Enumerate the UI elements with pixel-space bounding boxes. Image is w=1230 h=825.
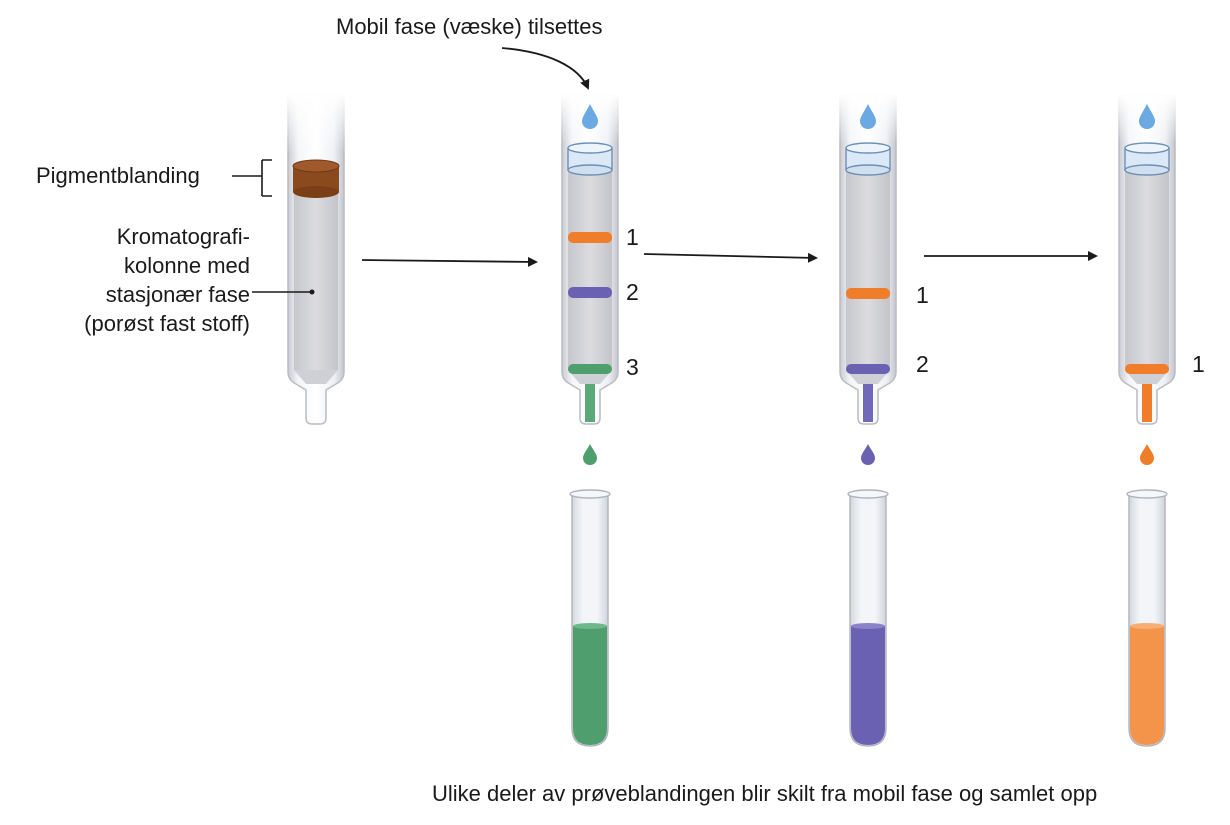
droplet-green (583, 444, 597, 465)
outlet-orange (1142, 384, 1152, 422)
col2-band-2-label: 2 (626, 279, 639, 305)
process-arrow-1 (361, 256, 538, 267)
col2-band-1-label: 1 (626, 224, 639, 250)
column-stage-2 (561, 94, 619, 425)
droplet-mobile-phase (582, 104, 598, 129)
mobile-phase-arrow (501, 47, 590, 90)
droplet-orange (1140, 444, 1154, 465)
pointer-dot (309, 289, 315, 295)
band-purple (846, 364, 890, 374)
droplet-mobile-phase (860, 104, 876, 129)
column-stage-3 (839, 94, 897, 425)
column-initial (287, 94, 345, 425)
column-label-line3: stasjonær fase (106, 282, 250, 307)
column-cap (567, 142, 613, 176)
band-orange (568, 232, 612, 243)
test-tube-purple (847, 489, 889, 747)
band-green (568, 364, 612, 374)
column-cap (845, 142, 891, 176)
column-label-line4: (porøst fast stoff) (84, 311, 250, 336)
column-label-line1: Kromatografi- (117, 224, 250, 249)
column-stage-4 (1118, 94, 1176, 425)
pigment-band (292, 159, 340, 198)
droplet-purple (861, 444, 875, 465)
col3-band-1-label: 1 (916, 282, 929, 308)
mobile-phase-label: Mobil fase (væske) tilsettes (336, 14, 603, 39)
droplet-mobile-phase (1139, 104, 1155, 129)
test-tube-orange (1126, 489, 1168, 747)
pigment-mix-label: Pigmentblanding (36, 163, 200, 188)
bracket-line (232, 159, 272, 197)
col4-band-1-label: 1 (1192, 351, 1205, 377)
stationary-phase (294, 190, 338, 370)
test-tube-green (569, 489, 611, 747)
column-label-line2: kolonne med (124, 253, 250, 278)
col2-band-3-label: 3 (626, 354, 639, 380)
column-cap (1124, 142, 1170, 176)
process-arrow-2 (643, 252, 818, 263)
band-orange (1125, 364, 1169, 374)
outlet-green (585, 384, 595, 422)
col3-band-2-label: 2 (916, 351, 929, 377)
band-orange (846, 288, 890, 299)
caption: Ulike deler av prøveblandingen blir skil… (432, 781, 1097, 806)
band-purple (568, 287, 612, 298)
outlet-purple (863, 384, 873, 422)
